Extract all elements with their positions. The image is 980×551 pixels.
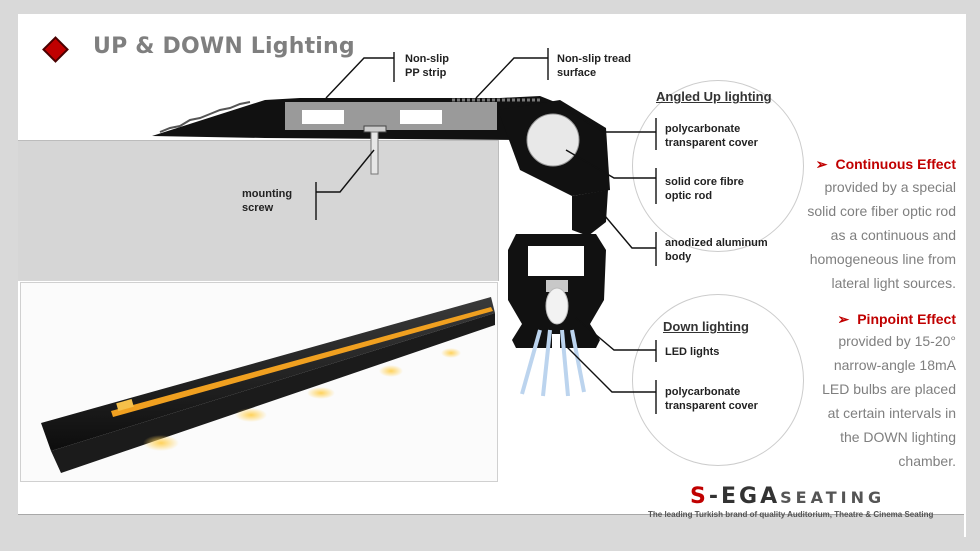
product-photo	[20, 282, 498, 482]
pp-strip-label: Non-slip PP strip	[405, 52, 449, 80]
pp-strip-line-1: Non-slip	[405, 53, 449, 65]
pinpoint-line-6: chamber.	[898, 453, 956, 469]
poly-cover-2-line-2: transparent cover	[665, 400, 758, 412]
continuous-line-5: lateral light sources.	[831, 275, 956, 291]
pinpoint-effect-title: Pinpoint Effect	[857, 311, 956, 327]
continuous-line-2: solid core fiber optic rod	[807, 203, 956, 219]
pinpoint-effect-heading: ➢ Pinpoint Effect	[837, 311, 956, 328]
aluminum-body-line-1: anodized aluminum	[665, 237, 768, 249]
poly-cover-1-line-2: transparent cover	[665, 137, 758, 149]
down-lighting-heading: Down lighting	[663, 319, 749, 334]
mounting-screw-label: mounting screw	[242, 187, 292, 215]
down-lighting-detail-circle	[632, 294, 804, 466]
logo-ega: -EGA	[708, 484, 781, 509]
fibre-rod-line-1: solid core fibre	[665, 176, 744, 188]
continuous-line-3: as a continuous and	[830, 227, 956, 243]
pinpoint-effect-body: provided by 15-20° narrow-angle 18mA LED…	[822, 329, 956, 473]
brand-logo: S-EGASEATING	[690, 484, 885, 509]
step-section-panel	[18, 140, 499, 281]
poly-cover-label-2: polycarbonate transparent cover	[665, 385, 758, 413]
mounting-screw-line-2: screw	[242, 202, 274, 214]
mounting-screw-line-1: mounting	[242, 188, 293, 200]
pinpoint-line-2: narrow-angle 18mA	[833, 357, 956, 373]
poly-cover-2-line-1: polycarbonate	[665, 386, 741, 398]
logo-letter-s: S	[690, 484, 709, 509]
continuous-effect-title: Continuous Effect	[835, 156, 956, 172]
pinpoint-line-1: provided by 15-20°	[838, 333, 956, 349]
angled-up-detail-circle	[632, 80, 804, 252]
arrow-bullet-icon: ➢	[837, 311, 850, 327]
tread-surface-label: Non-slip tread surface	[557, 52, 631, 80]
fibre-rod-line-2: optic rod	[665, 190, 713, 202]
poly-cover-1-line-1: polycarbonate	[665, 123, 741, 135]
fibre-rod-label: solid core fibre optic rod	[665, 175, 744, 203]
logo-seating: SEATING	[780, 488, 886, 507]
angled-up-heading: Angled Up lighting	[656, 89, 772, 104]
continuous-effect-body: provided by a special solid core fiber o…	[807, 175, 956, 295]
continuous-line-4: homogeneous line from	[809, 251, 956, 267]
tread-surface-line-1: Non-slip tread	[557, 53, 631, 65]
pinpoint-line-3: LED bulbs are placed	[822, 381, 956, 397]
pinpoint-line-4: at certain intervals in	[827, 405, 956, 421]
lit-step-nosing-illustration	[41, 297, 495, 473]
tread-surface-line-2: surface	[557, 67, 597, 79]
pp-strip-line-2: PP strip	[405, 67, 447, 79]
footer-strip	[18, 514, 964, 537]
aluminum-body-label: anodized aluminum body	[665, 236, 768, 264]
led-lights-label: LED lights	[665, 346, 720, 358]
continuous-line-1: provided by a special	[824, 179, 956, 195]
arrow-bullet-icon: ➢	[815, 156, 828, 172]
aluminum-body-line-2: body	[665, 251, 692, 263]
page-title: UP & DOWN Lighting	[93, 34, 355, 59]
poly-cover-label-1: polycarbonate transparent cover	[665, 122, 758, 150]
continuous-effect-heading: ➢ Continuous Effect	[816, 156, 956, 173]
pinpoint-line-5: the DOWN lighting	[840, 429, 956, 445]
brand-tagline: The leading Turkish brand of quality Aud…	[648, 510, 934, 519]
